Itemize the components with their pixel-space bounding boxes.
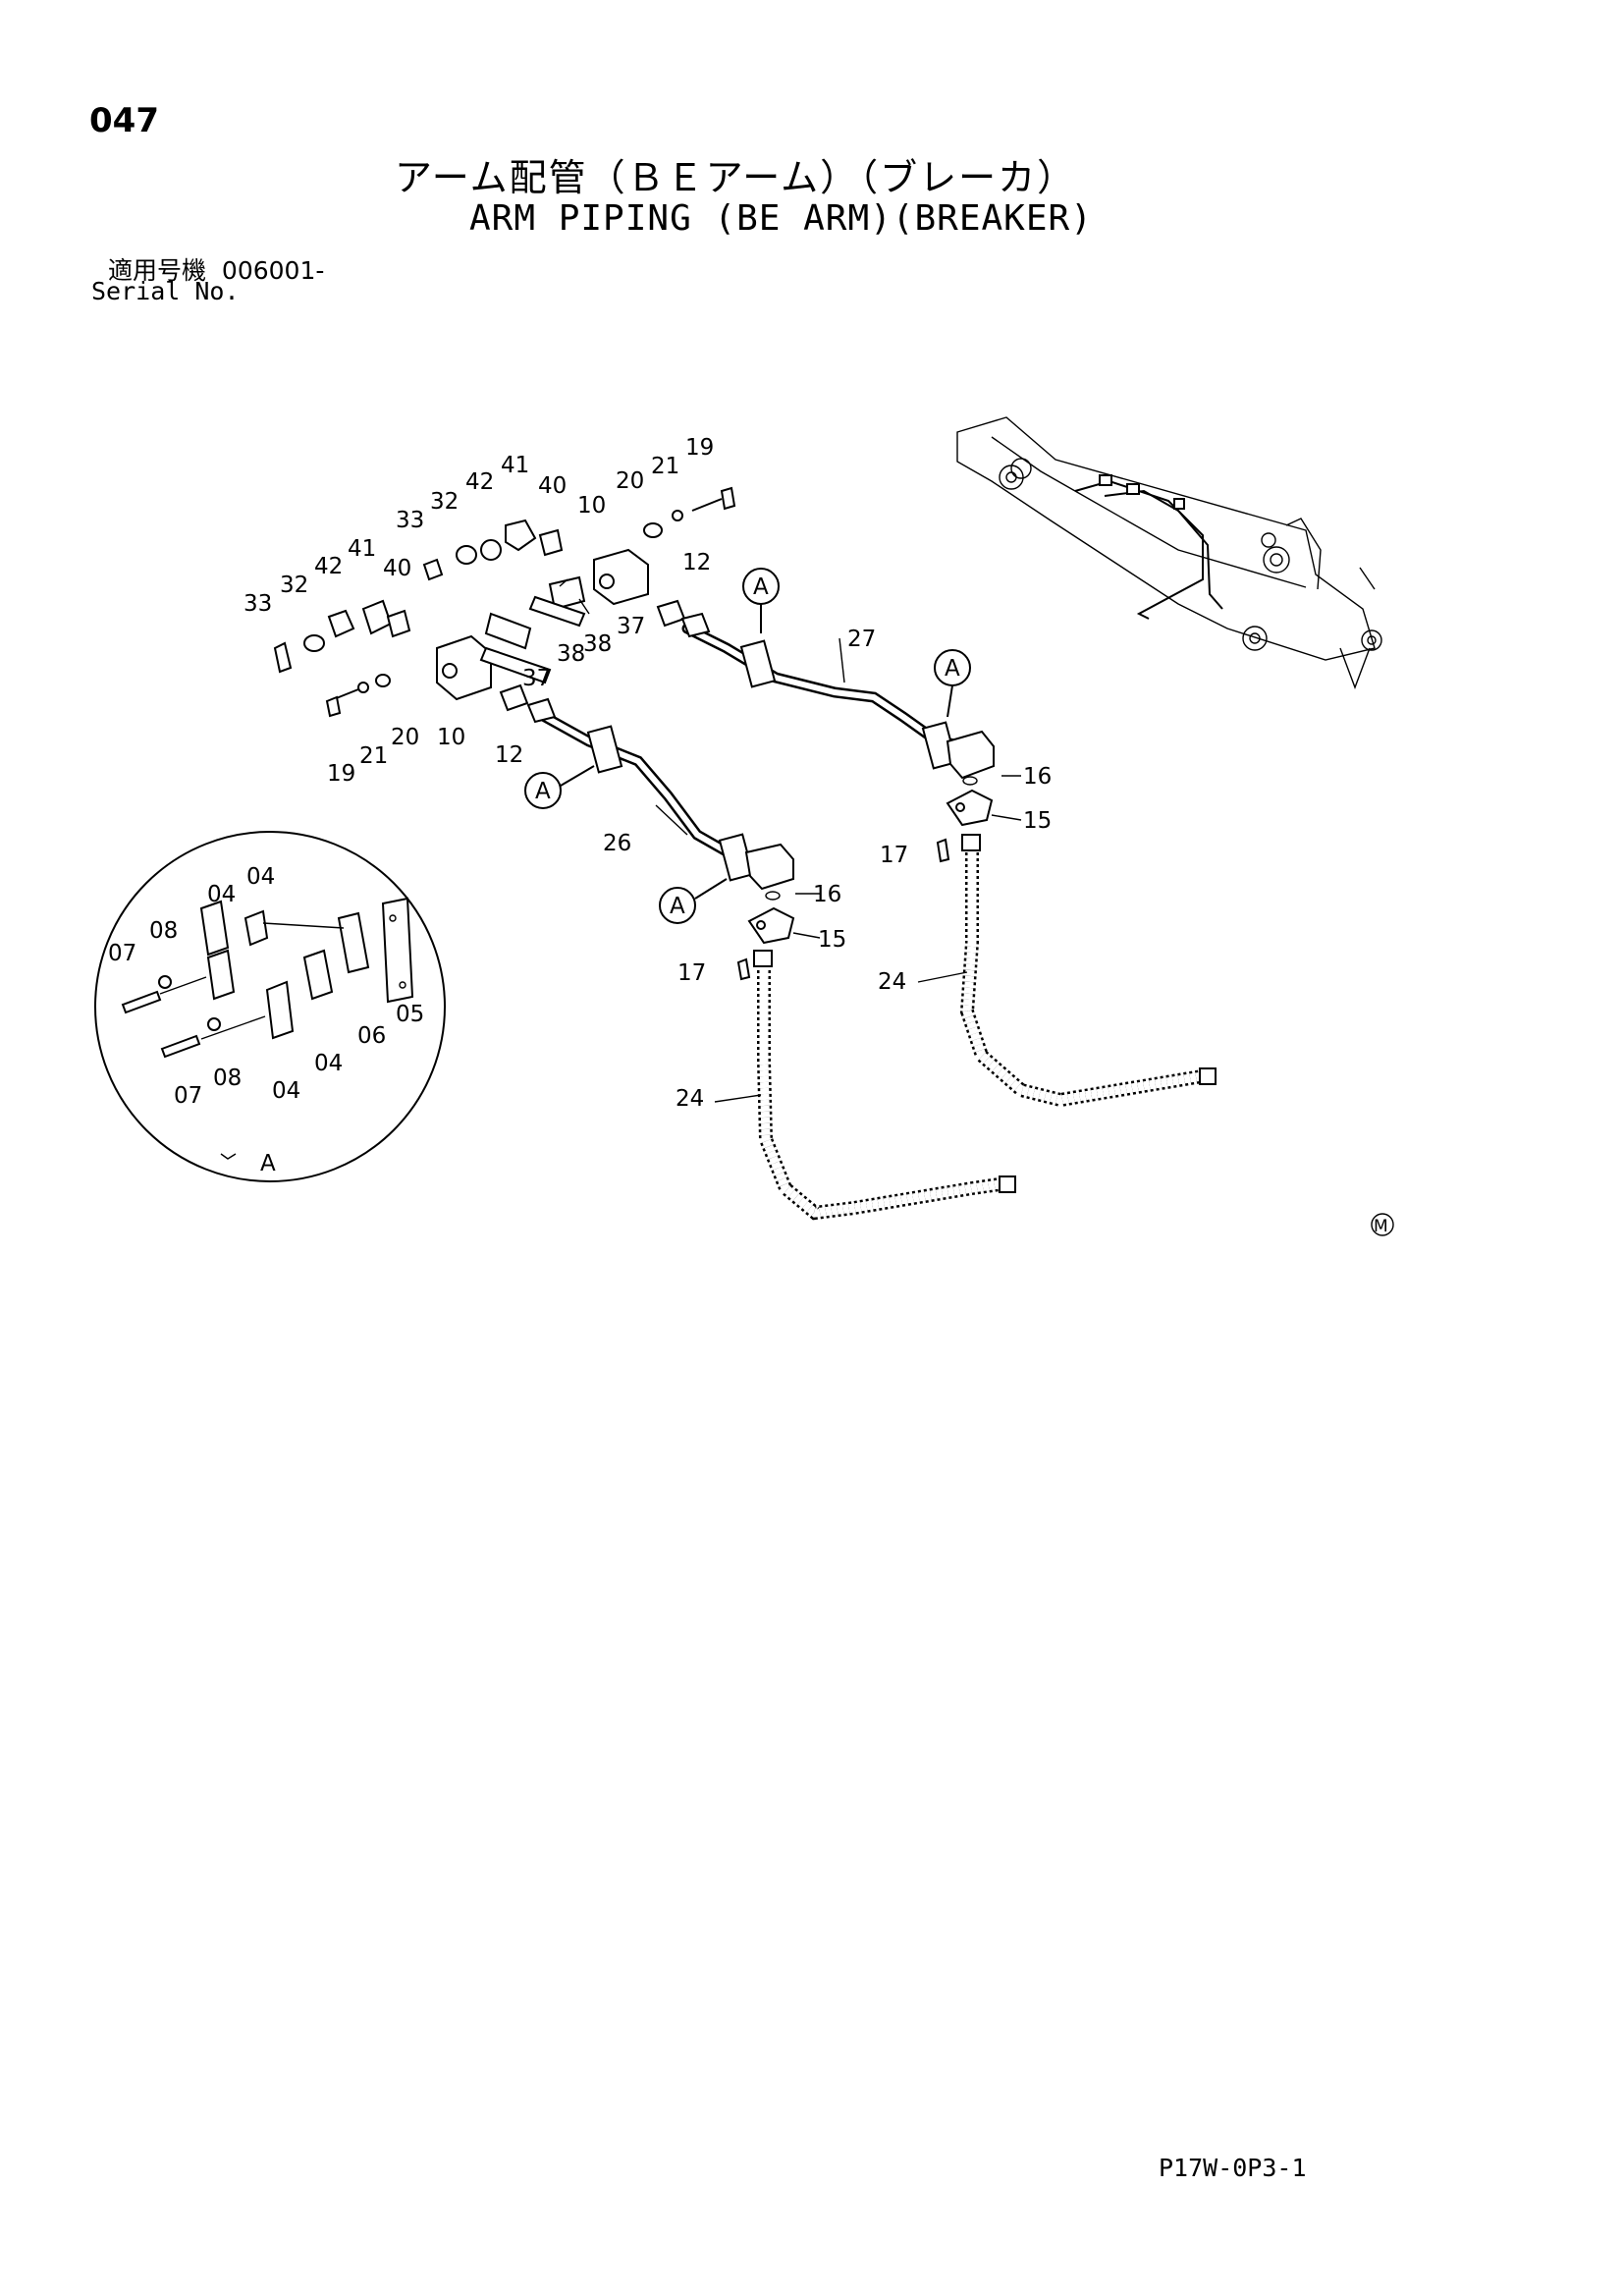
pipe-26 xyxy=(539,711,794,891)
part-label: 04 xyxy=(272,1078,300,1104)
part-label: 16 xyxy=(813,882,841,907)
part-label: 07 xyxy=(174,1083,202,1109)
part-label: 06 xyxy=(357,1023,386,1049)
part-label: 37 xyxy=(617,614,645,639)
upper-fitting-assembly xyxy=(422,486,736,638)
part-number-labels: 19 21 20 40 41 42 32 33 10 12 37 38 33 3… xyxy=(108,435,1052,1112)
part-label: 12 xyxy=(682,550,711,575)
part-label: 20 xyxy=(391,725,419,750)
part-label: 37 xyxy=(522,666,551,691)
svg-text:A: A xyxy=(670,894,685,919)
detail-a-view xyxy=(94,831,446,1182)
part-label: 15 xyxy=(1023,808,1052,834)
part-label: 12 xyxy=(495,742,523,768)
right-hose-connection xyxy=(936,776,1217,1108)
part-label: 41 xyxy=(501,453,529,478)
page-title-english: ARM PIPING (BE ARM)(BREAKER) xyxy=(469,198,1093,239)
part-label: 27 xyxy=(847,627,876,652)
page-title-japanese: アーム配管（ＢＥアーム）（ブレーカ） xyxy=(395,156,1077,199)
callout-a-2: A xyxy=(934,649,971,718)
m-mark-circle xyxy=(1371,1213,1394,1236)
part-label: 15 xyxy=(818,927,846,953)
lower-fitting-assembly xyxy=(273,599,557,724)
part-label: 33 xyxy=(396,508,424,533)
part-label: 20 xyxy=(616,468,644,494)
part-label: 16 xyxy=(1023,764,1052,790)
part-label: 33 xyxy=(243,591,272,617)
part-label: 05 xyxy=(396,1002,424,1027)
m-mark: M xyxy=(1374,1217,1388,1236)
part-label: 21 xyxy=(359,743,388,769)
part-label: 24 xyxy=(676,1086,704,1112)
part-label: 04 xyxy=(246,864,275,890)
part-label: 17 xyxy=(677,960,706,986)
part-label: 17 xyxy=(880,843,908,868)
svg-text:A: A xyxy=(753,574,769,600)
serial-line: 適用号機 006001- xyxy=(108,251,324,287)
part-label: 08 xyxy=(213,1066,242,1091)
part-label: 41 xyxy=(348,536,376,562)
detail-a-label: A xyxy=(260,1151,276,1176)
part-label: 32 xyxy=(280,573,308,598)
part-label: 07 xyxy=(108,941,136,966)
serial-value: 006001- xyxy=(221,256,325,285)
part-label: 04 xyxy=(207,882,236,907)
part-label: 08 xyxy=(149,918,178,944)
lower-hose-connection xyxy=(736,891,1016,1221)
serial-label-english: Serial No. xyxy=(91,277,240,305)
part-label: 38 xyxy=(557,641,585,667)
drawing-code: P17W-0P3-1 xyxy=(1159,2154,1307,2182)
part-label: 40 xyxy=(538,473,567,499)
part-label: 04 xyxy=(314,1051,343,1076)
part-label: 32 xyxy=(430,489,459,515)
part-label: 10 xyxy=(437,725,465,750)
part-label: 10 xyxy=(577,493,606,519)
leader-lines xyxy=(559,578,1022,1103)
part-label: 19 xyxy=(685,435,714,461)
part-label: 38 xyxy=(583,631,612,657)
part-label: 42 xyxy=(314,554,343,579)
part-label: 26 xyxy=(603,831,631,856)
svg-text:A: A xyxy=(535,779,551,804)
callout-a-3: A xyxy=(524,765,595,809)
callout-a-4: A xyxy=(659,878,728,924)
part-label: 19 xyxy=(327,761,355,787)
page-number: 047 xyxy=(89,101,159,140)
part-label: 21 xyxy=(651,454,679,479)
callout-a-1: A xyxy=(742,568,780,633)
pipe-27 xyxy=(681,623,995,780)
serial-label-japanese: 適用号機 xyxy=(108,256,207,285)
svg-text:A: A xyxy=(945,656,960,682)
part-label: 42 xyxy=(465,469,494,495)
arm-overview-illustration xyxy=(956,416,1382,689)
part-label: 24 xyxy=(878,969,906,995)
part-label: 40 xyxy=(383,556,411,581)
